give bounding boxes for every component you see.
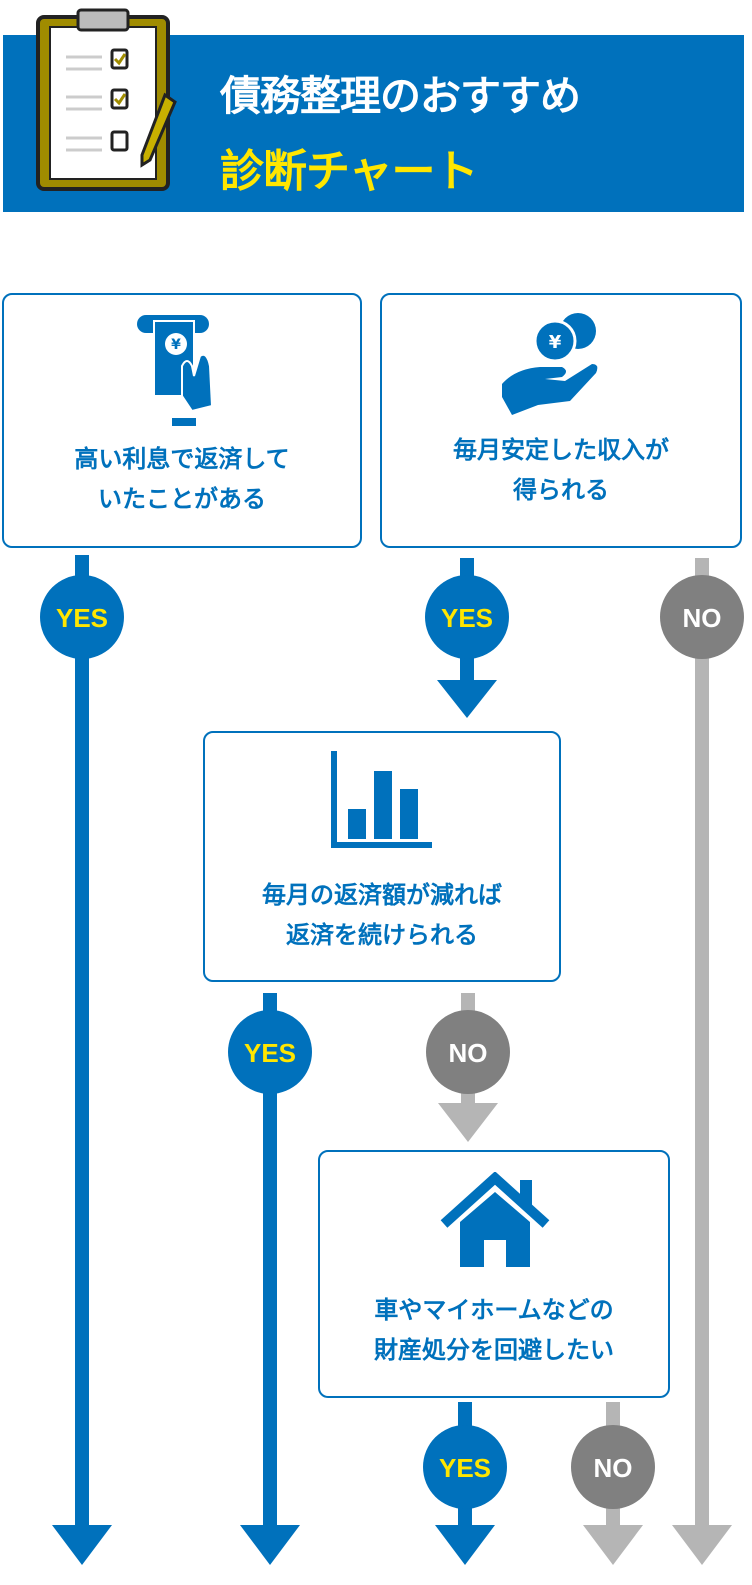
- no-line: [695, 558, 709, 1530]
- question-text-line2: 返済を続けられる: [286, 921, 478, 949]
- question-high-interest: ¥ 高い利息で返済して いたことがある: [2, 293, 362, 548]
- question-text-line1: 車やマイホームなどの: [374, 1296, 614, 1324]
- question-text-line1: 毎月の返済額が減れば: [262, 881, 502, 909]
- no-badge: NO: [426, 1010, 510, 1094]
- arrowhead: [52, 1525, 112, 1565]
- arrowhead: [437, 680, 497, 718]
- svg-text:NO: NO: [449, 1038, 488, 1068]
- house-icon: [440, 1172, 550, 1267]
- arrowhead: [438, 1103, 498, 1142]
- svg-text:¥: ¥: [549, 332, 562, 353]
- yes-badge: YES: [423, 1425, 507, 1509]
- arrowhead: [672, 1525, 732, 1565]
- hand-coin-icon: ¥: [502, 313, 598, 415]
- question-stable-income: ¥ 毎月安定した収入が 得られる: [380, 293, 742, 548]
- title-line1: 債務整理のおすすめ: [220, 72, 581, 120]
- svg-text:YES: YES: [244, 1038, 296, 1068]
- question-avoid-asset-disposal: 車やマイホームなどの 財産処分を回避したい: [318, 1150, 670, 1398]
- question-text-line2: 得られる: [513, 476, 609, 504]
- svg-text:¥: ¥: [171, 337, 181, 353]
- arrowhead: [240, 1525, 300, 1565]
- yes-line: [263, 993, 277, 1530]
- no-badge: NO: [571, 1425, 655, 1509]
- yes-badge: YES: [228, 1010, 312, 1094]
- svg-text:YES: YES: [439, 1453, 491, 1483]
- yes-line: [75, 555, 89, 1530]
- svg-text:NO: NO: [683, 603, 722, 633]
- question-reduced-payment: 毎月の返済額が減れば 返済を続けられる: [203, 731, 561, 982]
- bar-chart-icon: [331, 751, 432, 848]
- arrowhead: [583, 1525, 643, 1565]
- svg-text:YES: YES: [441, 603, 493, 633]
- question-text-line2: 財産処分を回避したい: [374, 1336, 614, 1364]
- yes-badge: YES: [425, 575, 509, 659]
- question-text-line2: いたことがある: [98, 485, 266, 513]
- yes-badge: YES: [40, 575, 124, 659]
- svg-text:YES: YES: [56, 603, 108, 633]
- title-line2: 診断チャート: [220, 146, 479, 197]
- clipboard-checklist-icon: [36, 8, 177, 191]
- no-badge: NO: [660, 575, 744, 659]
- atm-payment-icon: ¥: [137, 315, 214, 426]
- question-text-line1: 高い利息で返済して: [74, 445, 290, 473]
- arrowhead: [435, 1525, 495, 1565]
- question-text-line1: 毎月安定した収入が: [453, 436, 669, 464]
- svg-text:NO: NO: [594, 1453, 633, 1483]
